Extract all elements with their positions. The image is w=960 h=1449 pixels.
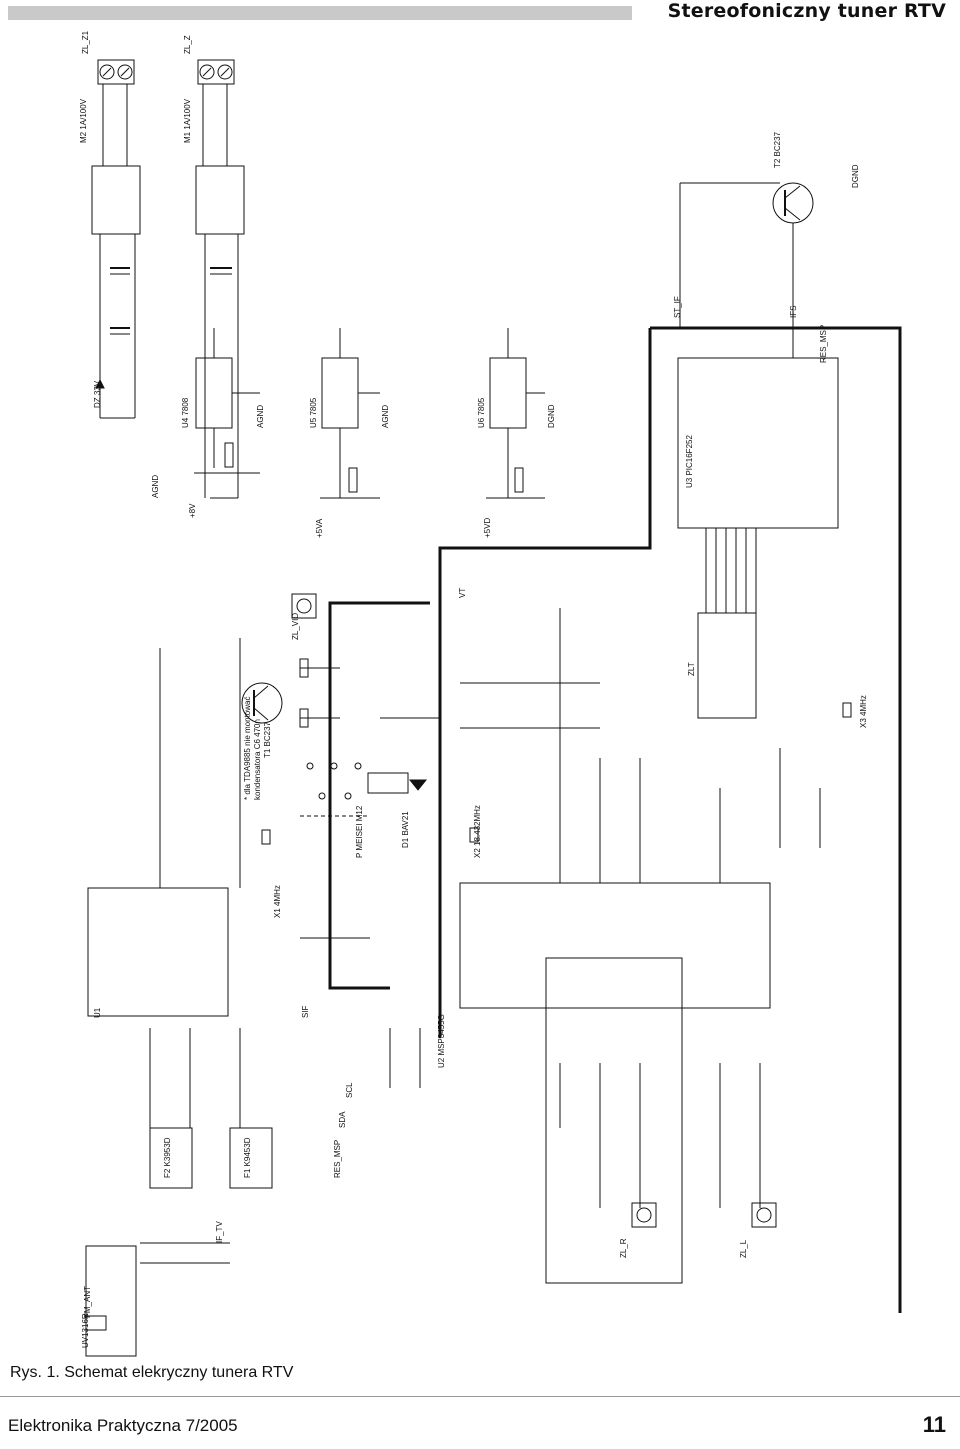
svg-text:U3 PIC16F252: U3 PIC16F252 <box>685 435 694 488</box>
bridge-rectifier-m2 <box>91 165 141 235</box>
svg-text:U1: U1 <box>93 1007 102 1018</box>
regulator-u5 <box>321 357 359 429</box>
svg-text:U4 7808: U4 7808 <box>181 397 190 428</box>
footer-page-number: 11 <box>922 1412 946 1437</box>
label-m2: M2 1A/100V <box>79 98 88 143</box>
label-m1: M1 1A/100V <box>183 98 192 143</box>
figure-caption: Rys. 1. Schemat elekryczny tunera RTV <box>10 1364 294 1381</box>
svg-text:ZLT: ZLT <box>687 662 696 676</box>
filter-f1 <box>229 1127 273 1189</box>
ic-u1-tda9885 <box>87 887 229 1017</box>
svg-text:RES_MSP: RES_MSP <box>819 325 828 363</box>
capacitor-c44 <box>348 467 358 493</box>
footer-magazine: Elektronika Praktyczna 7/2005 <box>8 1416 238 1435</box>
svg-text:+8V: +8V <box>188 503 197 518</box>
svg-text:kondensatora C6 470n: kondensatora C6 470n <box>253 719 262 800</box>
svg-text:SIF: SIF <box>301 1005 310 1018</box>
svg-text:U6 7805: U6 7805 <box>477 397 486 428</box>
svg-text:F1 K9453D: F1 K9453D <box>243 1137 252 1178</box>
regulator-u4 <box>195 357 233 429</box>
svg-text:ST_IF: ST_IF <box>673 296 682 318</box>
svg-text:SCL: SCL <box>345 1082 354 1098</box>
svg-text:DGND: DGND <box>547 404 556 428</box>
svg-text:DZ 33V: DZ 33V <box>93 380 102 408</box>
svg-text:X1 4MHz: X1 4MHz <box>273 885 282 918</box>
svg-text:RES_MSP: RES_MSP <box>333 1140 342 1178</box>
svg-text:P MEISEI M12: P MEISEI M12 <box>355 805 364 858</box>
svg-text:UV1316R: UV1316R <box>81 1313 90 1348</box>
svg-text:+5VD: +5VD <box>483 518 492 538</box>
svg-text:T1 BC237: T1 BC237 <box>263 721 272 758</box>
connector-zl-l <box>751 1202 777 1228</box>
crystal-x2 <box>469 827 479 843</box>
svg-text:AGND: AGND <box>381 405 390 428</box>
svg-text:FM_ANT: FM_ANT <box>83 1286 92 1318</box>
svg-text:IF_TV: IF_TV <box>215 1221 224 1243</box>
transistor-t1 <box>241 682 283 724</box>
svg-text:+5VA: +5VA <box>315 518 324 538</box>
schematic-graphics <box>85 59 902 1357</box>
regulator-u6 <box>489 357 527 429</box>
svg-text:F2 K3953D: F2 K3953D <box>163 1137 172 1178</box>
crystal-x3 <box>842 702 852 718</box>
svg-text:DGND: DGND <box>851 164 860 188</box>
svg-text:U5 7805: U5 7805 <box>309 397 318 428</box>
ic-u3-pic16f252 <box>677 357 839 529</box>
svg-text:ZL_L: ZL_L <box>739 1239 748 1258</box>
svg-text:AGND: AGND <box>256 405 265 428</box>
capacitor-c45 <box>514 467 524 493</box>
connector-zlt <box>697 612 757 719</box>
svg-text:AGND: AGND <box>151 475 160 498</box>
header-bar <box>8 6 632 20</box>
schematic-labels: M2 1A/100V M1 1A/100V ZL_Z1 ZL_Z U4 7808… <box>79 30 868 1348</box>
ic-u2-msp3455g <box>545 957 683 1284</box>
tuner-uv1316r <box>85 1245 137 1357</box>
svg-text:IFS: IFS <box>789 306 798 318</box>
filter-f2 <box>149 1127 193 1189</box>
connector-zl-vid <box>291 593 317 619</box>
connector-zl-r <box>631 1202 657 1228</box>
svg-text:VT: VT <box>458 588 467 598</box>
svg-text:ZL_Z1: ZL_Z1 <box>81 30 90 54</box>
bridge-rectifier-m1 <box>195 165 245 235</box>
capacitor-c43 <box>224 442 234 468</box>
connector-zl-z <box>197 59 235 85</box>
page-header-title: Stereofoniczny tuner RTV <box>667 0 946 22</box>
svg-text:T2 BC237: T2 BC237 <box>773 131 782 168</box>
svg-text:U2 MSP3455G: U2 MSP3455G <box>437 1014 446 1068</box>
svg-text:SDA: SDA <box>338 1111 347 1128</box>
svg-text:* dla TDA9885 nie montować: * dla TDA9885 nie montować <box>243 697 252 800</box>
schematic-diagram: M2 1A/100V M1 1A/100V ZL_Z1 ZL_Z U4 7808… <box>79 30 902 1357</box>
svg-text:X2 18.432MHz: X2 18.432MHz <box>473 805 482 858</box>
svg-text:X3 4MHz: X3 4MHz <box>859 695 868 728</box>
svg-text:ZL_Z: ZL_Z <box>183 35 192 54</box>
footer-divider <box>0 1396 960 1397</box>
ic-u2-body <box>459 882 771 1009</box>
connector-fm-ant <box>85 1315 107 1331</box>
svg-text:ZL_VID: ZL_VID <box>291 613 300 640</box>
transistor-t2 <box>772 182 814 224</box>
connector-zl-z1 <box>97 59 135 85</box>
crystal-x1 <box>261 829 271 845</box>
svg-text:D1 BAV21: D1 BAV21 <box>401 811 410 848</box>
svg-text:ZL_R: ZL_R <box>619 1238 628 1258</box>
